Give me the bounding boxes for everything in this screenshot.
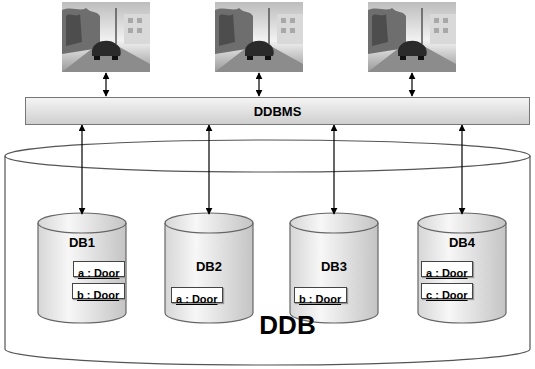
cylinder-rim [290, 223, 378, 233]
cylinder-rim [5, 156, 530, 172]
link-arrow [333, 125, 334, 214]
dbms-bar: DDBMS [25, 97, 530, 125]
cylinder-body [165, 213, 253, 323]
object-label: c : Door [426, 289, 468, 301]
database-cylinder: DDB DB1 a : Door b : Door DB2 a : Door DB3 b : … [5, 140, 530, 365]
client-screens [62, 2, 456, 72]
cylinder-label: DB4 [418, 235, 506, 250]
object-box: a : Door [421, 261, 473, 277]
client-arrow [258, 73, 259, 96]
bar-label: DDBMS [26, 104, 529, 119]
cylinder-rim [418, 223, 506, 233]
cylinder-body [418, 213, 506, 323]
cylinder-rim [38, 223, 126, 233]
street-screenshot [215, 2, 303, 72]
database-cylinder: DB4 a : Door c : Door [418, 213, 506, 323]
object-label: a : Door [426, 267, 468, 279]
link-arrow [461, 125, 462, 214]
cylinder-body [5, 140, 530, 365]
object-box: b : Door [72, 283, 125, 299]
object-label: b : Door [77, 289, 119, 301]
cylinder-label: DB3 [290, 259, 378, 274]
cylinder-label: DB1 [38, 235, 126, 250]
cylinder-rim [165, 223, 253, 233]
database-cylinder: DB1 a : Door b : Door [38, 213, 126, 323]
client-arrows [106, 73, 412, 96]
object-box: a : Door [171, 287, 223, 303]
cylinder-body [38, 213, 126, 323]
link-arrow [208, 125, 209, 214]
object-box: c : Door [421, 283, 473, 299]
cylinder-body [290, 213, 378, 323]
object-label: b : Door [299, 293, 341, 305]
cylinder-label: DB2 [165, 259, 253, 274]
street-screenshot [62, 2, 150, 72]
client-arrow [411, 73, 412, 96]
link-arrow [81, 125, 82, 214]
database-cylinder: DB3 b : Door [290, 213, 378, 323]
client-arrow [105, 73, 106, 96]
database-cylinder: DB2 a : Door [165, 213, 253, 323]
object-label: a : Door [78, 267, 120, 279]
object-box: b : Door [294, 287, 347, 303]
object-label: a : Door [176, 293, 218, 305]
object-box: a : Door [73, 261, 125, 277]
cylinder-label: DDB [45, 310, 530, 341]
street-screenshot [368, 2, 456, 72]
